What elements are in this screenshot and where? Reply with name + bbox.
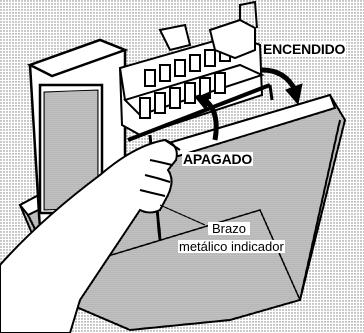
off-label: APAGADO: [182, 151, 254, 167]
ice-mold: [118, 33, 265, 137]
hand: [0, 138, 181, 333]
label-leader-line: [159, 204, 206, 226]
arm-label-line2: metálico indicador: [178, 239, 285, 254]
fill-spout: [158, 0, 258, 60]
on-label: ENCENDIDO: [262, 41, 347, 57]
arm-label-line1: Brazo: [208, 222, 250, 235]
arrow-encendido: [261, 67, 303, 106]
arrow-apagado: [195, 91, 219, 141]
